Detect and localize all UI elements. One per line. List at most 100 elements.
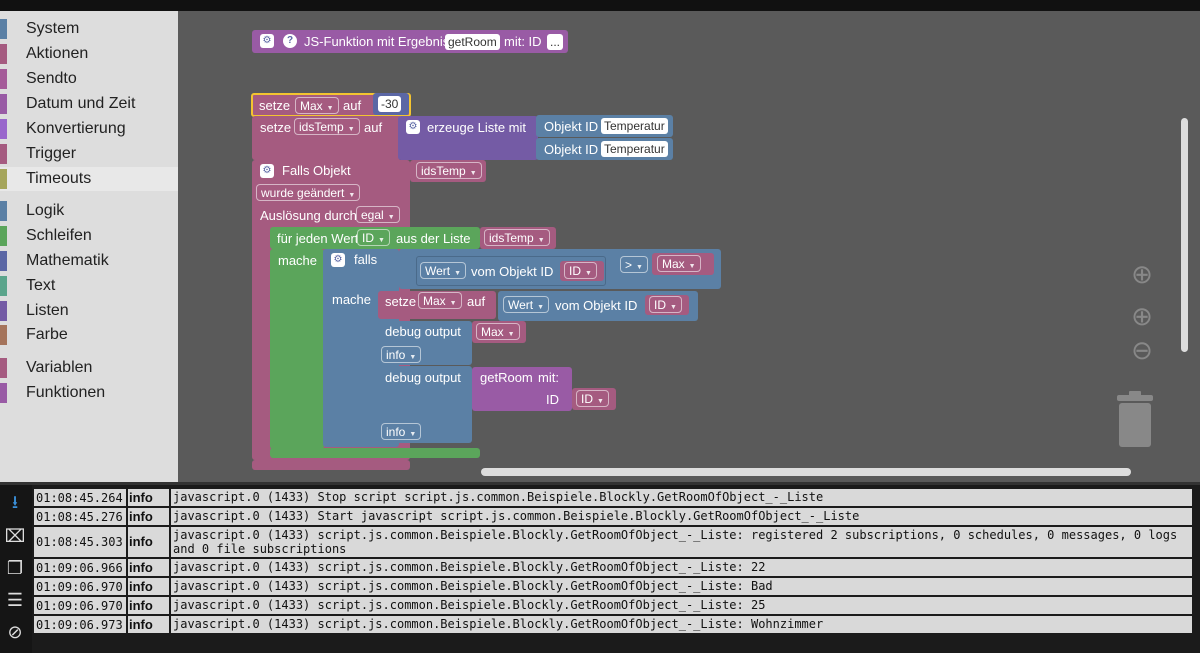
variable-dropdown-idstemp[interactable]: idsTemp▼	[416, 162, 482, 179]
toolbox-category[interactable]: Listen	[0, 299, 178, 323]
id-variable-block-2[interactable]: ID▼	[645, 295, 689, 315]
debug-output-block-2[interactable]: debug output info▼	[378, 366, 472, 443]
log-level-text: info	[386, 348, 406, 362]
trigger-variable-block[interactable]: idsTemp▼	[410, 160, 486, 182]
foreach-var-dropdown[interactable]: ID▼	[357, 229, 390, 246]
vertical-scrollbar[interactable]	[1181, 118, 1188, 352]
function-call-block[interactable]: getRoom mit: ID	[472, 367, 572, 411]
toolbox-category[interactable]: Datum und Zeit	[0, 92, 178, 116]
object-id-block-2[interactable]: Objekt ID Temperatur	[536, 138, 673, 160]
log-message: javascript.0 (1433) script.js.common.Bei…	[173, 528, 1178, 556]
toolbox-category[interactable]: Farbe	[0, 323, 178, 347]
to-label: auf	[364, 120, 383, 135]
variable-dropdown-id[interactable]: ID▼	[564, 262, 597, 279]
category-color-swatch	[0, 69, 7, 89]
object-id-field[interactable]: Temperatur	[601, 118, 668, 134]
of-object-label: vom Objekt ID	[471, 264, 554, 279]
toolbox-category[interactable]: Funktionen	[0, 381, 178, 405]
category-label: Logik	[26, 202, 65, 219]
center-icon[interactable]: ⊕	[1131, 259, 1153, 289]
toolbox-category[interactable]: Text	[0, 274, 178, 298]
help-icon[interactable]: ?	[283, 34, 297, 48]
gear-icon[interactable]: ⚙	[406, 120, 420, 134]
column-divider	[169, 527, 171, 557]
object-id-block-1[interactable]: Objekt ID Temperatur	[536, 115, 673, 137]
operator-dropdown[interactable]: >▼	[620, 256, 648, 273]
function-definition-block[interactable]: ⚙ ? JS-Funktion mit Ergebnis getRoom mit…	[252, 30, 568, 53]
foreach-body: mache	[270, 249, 324, 449]
trash-icon[interactable]	[1115, 391, 1155, 449]
category-color-swatch	[0, 251, 7, 271]
variable-name: ID	[654, 298, 666, 312]
toolbox-category[interactable]: Variablen	[0, 356, 178, 380]
function-label: JS-Funktion mit Ergebnis	[304, 34, 450, 49]
toolbox-category[interactable]: Trigger	[0, 142, 178, 166]
operator-text: >	[625, 258, 633, 272]
variable-dropdown-id[interactable]: ID▼	[576, 390, 609, 407]
foreach-list-block[interactable]: idsTemp▼	[480, 227, 556, 249]
trigger-changed-dropdown[interactable]: wurde geändert▼	[256, 184, 361, 201]
clear-log-icon[interactable]: ⌧	[4, 526, 26, 546]
variable-dropdown-max[interactable]: Max▼	[418, 292, 462, 309]
toolbox-category[interactable]: Logik	[0, 199, 178, 223]
toolbox-category[interactable]: Sendto	[0, 67, 178, 91]
toolbox-category[interactable]: Timeouts	[0, 167, 178, 191]
function-arg-variable[interactable]: ID▼	[572, 388, 616, 410]
variable-dropdown-idstemp[interactable]: idsTemp▼	[484, 229, 550, 246]
of-object-label: vom Objekt ID	[555, 298, 638, 313]
variable-dropdown-max[interactable]: Max▼	[295, 97, 339, 114]
trigger-bottom	[252, 460, 410, 470]
log-level-dropdown[interactable]: info▼	[381, 423, 422, 440]
log-level: info	[129, 560, 153, 575]
toolbox-category[interactable]: Schleifen	[0, 224, 178, 248]
variable-dropdown-id[interactable]: ID▼	[649, 296, 682, 313]
trigger-by-dropdown[interactable]: egal▼	[356, 206, 400, 223]
id-variable-block[interactable]: ID▼	[560, 261, 604, 281]
log-level: info	[129, 579, 153, 594]
blockly-workspace[interactable]: ⚙ ? JS-Funktion mit Ergebnis getRoom mit…	[178, 11, 1200, 482]
log-level-dropdown[interactable]: info▼	[381, 346, 422, 363]
horizontal-scrollbar[interactable]	[481, 468, 1131, 476]
function-more-field[interactable]: ...	[547, 34, 564, 50]
toolbox-category[interactable]: Aktionen	[0, 42, 178, 66]
variable-dropdown-max[interactable]: Max▼	[657, 255, 701, 272]
log-timestamp: 01:09:06.970	[36, 580, 123, 594]
filter-icon[interactable]: ☰	[6, 590, 24, 610]
column-divider	[126, 489, 128, 506]
number-block[interactable]: -30	[373, 93, 409, 115]
variable-dropdown-idstemp[interactable]: idsTemp▼	[294, 118, 360, 135]
object-id-field[interactable]: Temperatur	[601, 141, 668, 157]
set-max-block[interactable]: setze Max▼ auf -30	[251, 93, 411, 117]
variable-dropdown-max[interactable]: Max▼	[476, 323, 520, 340]
debug-output-block-1[interactable]: debug output info▼	[378, 321, 472, 365]
set-max-block-2[interactable]: setze Max▼ auf	[378, 291, 496, 319]
zoom-out-icon[interactable]: ⊖	[1131, 335, 1153, 365]
to-label: auf	[343, 98, 362, 113]
category-color-swatch	[0, 144, 7, 164]
scroll-down-icon[interactable]: ⭳	[11, 492, 19, 512]
create-list-label: erzeuge Liste mit	[427, 120, 526, 135]
log-level-text: info	[386, 425, 406, 439]
gear-icon[interactable]: ⚙	[331, 253, 345, 267]
set-idstemp-block[interactable]: setze idsTemp▼ auf	[252, 116, 402, 160]
gear-icon[interactable]: ⚙	[260, 34, 274, 48]
zoom-in-icon[interactable]: ⊕	[1131, 301, 1153, 331]
copy-icon[interactable]: ❐	[6, 558, 24, 578]
category-label: Farbe	[26, 326, 68, 343]
toolbox-category[interactable]: Mathematik	[0, 249, 178, 273]
toolbox-category[interactable]: System	[0, 17, 178, 41]
toolbox-category[interactable]: Konvertierung	[0, 117, 178, 141]
debug-max-variable[interactable]: Max▼	[472, 321, 526, 343]
variable-name: ID	[569, 264, 581, 278]
create-list-block[interactable]: ⚙ erzeuge Liste mit	[398, 116, 538, 160]
number-field[interactable]: -30	[378, 96, 402, 112]
debug-label: debug output	[385, 370, 461, 385]
max-variable-block[interactable]: Max▼	[652, 253, 714, 275]
hide-icon[interactable]: ⊘	[7, 622, 23, 642]
field-dropdown[interactable]: Wert▼	[420, 262, 467, 279]
foreach-block[interactable]: für jeden Wert ID▼ aus der Liste	[270, 227, 480, 249]
function-name-field[interactable]: getRoom	[445, 34, 500, 50]
gear-icon[interactable]: ⚙	[260, 164, 274, 178]
field-dropdown[interactable]: Wert▼	[503, 296, 550, 313]
